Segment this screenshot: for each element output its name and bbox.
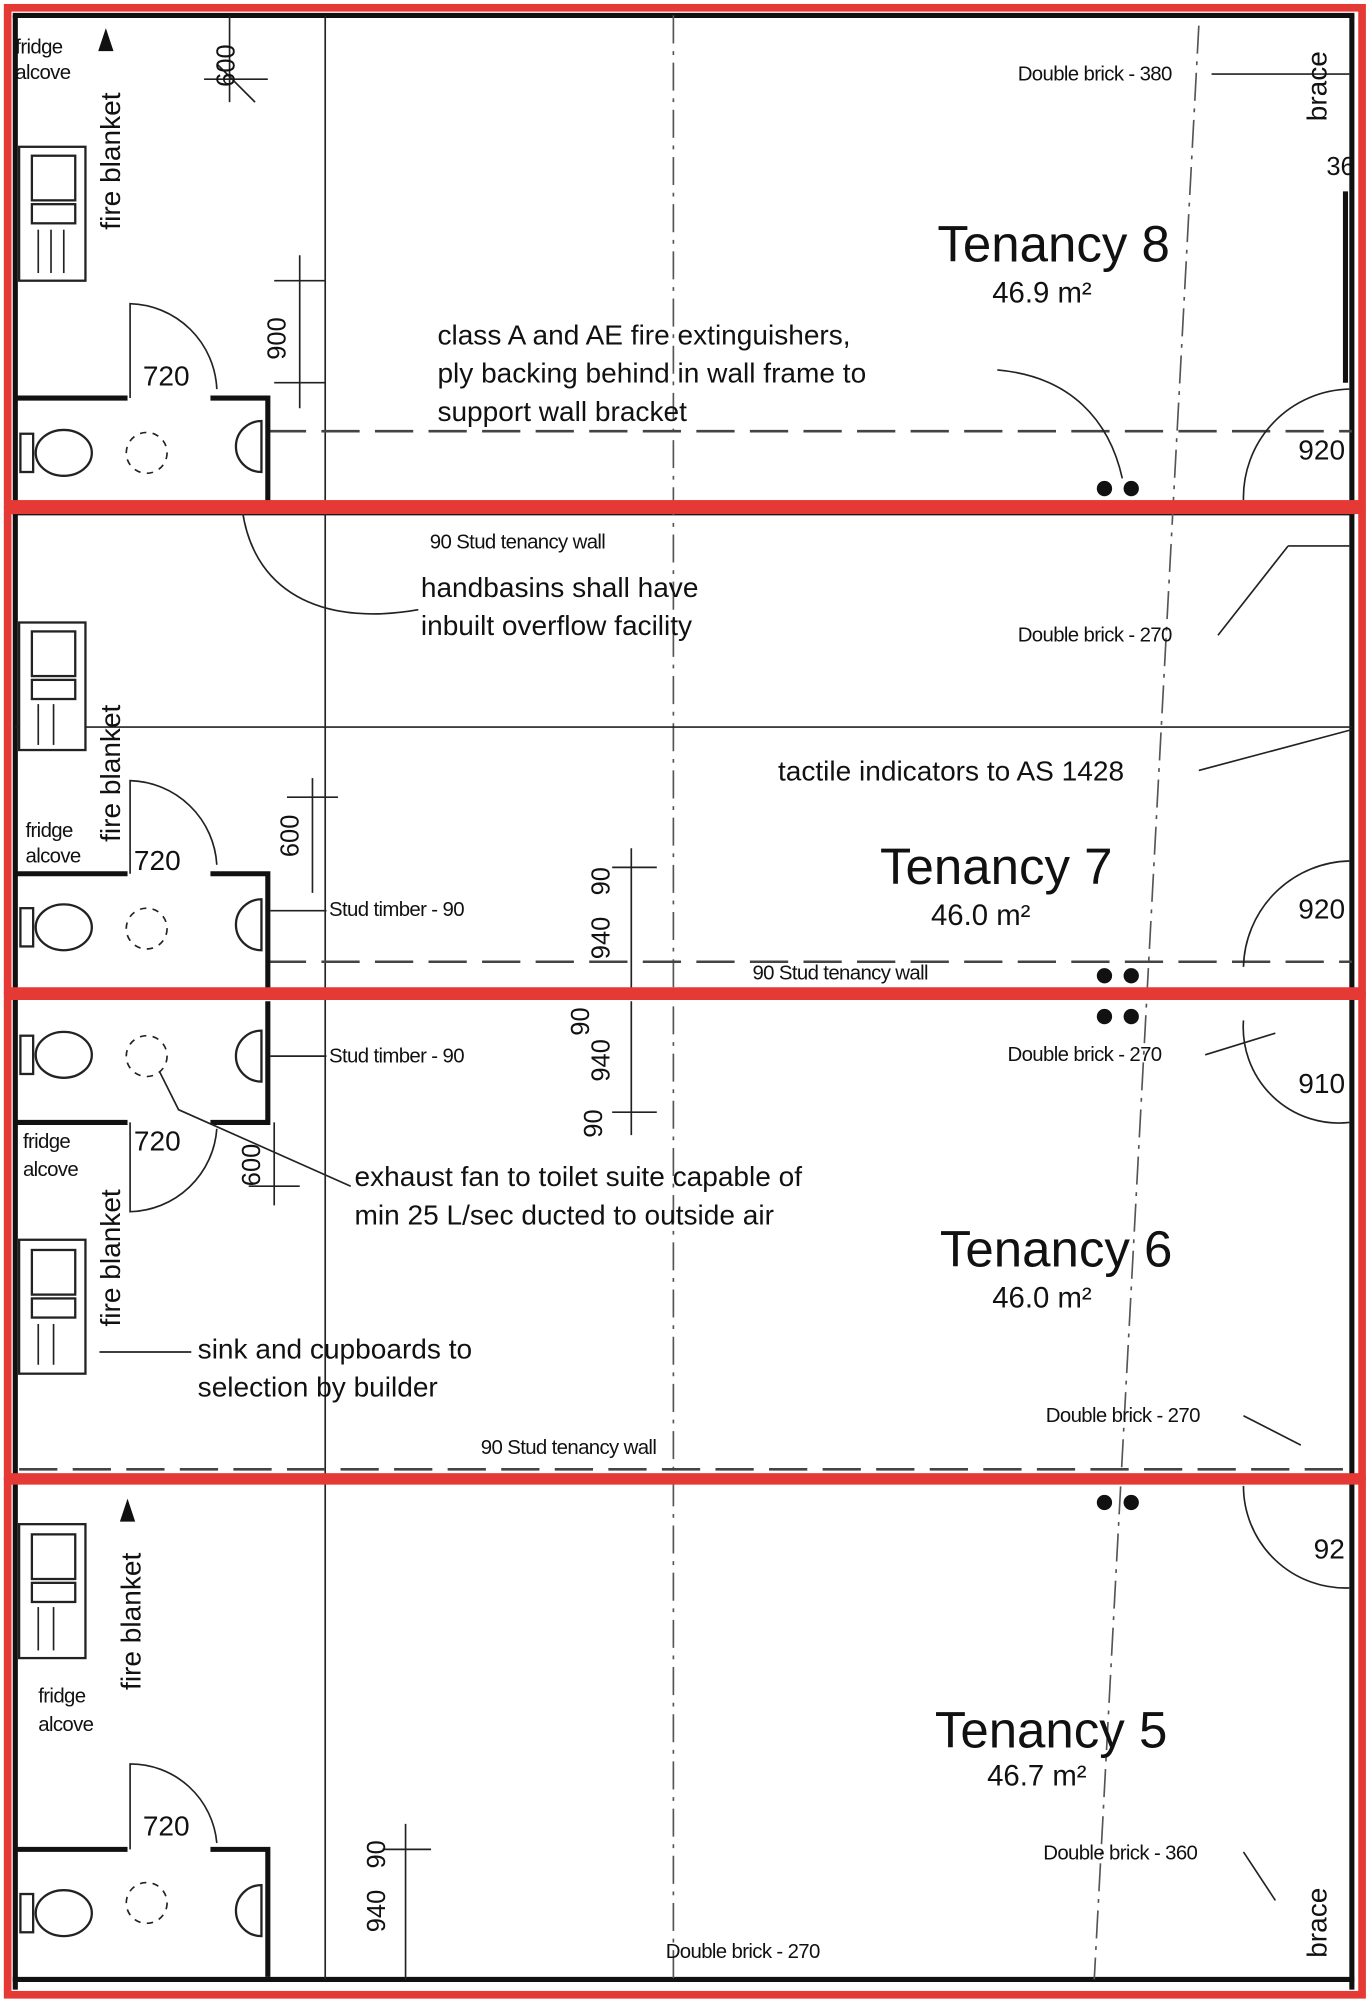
dimension-label: 90 <box>567 1007 595 1035</box>
dimension-label: 90 <box>363 1840 391 1868</box>
leader-lines <box>99 369 1124 1353</box>
highlight-boxes <box>3 3 1366 1999</box>
sink-note-line: selection by builder <box>198 1372 438 1403</box>
door-width-label: 910 <box>1298 1068 1345 1099</box>
note-line: support wall bracket <box>437 396 687 427</box>
fire-extinguisher-icon <box>1096 480 1139 1511</box>
tenancy-5: fire blanket fridge alcove 92 Tenancy 5 … <box>38 1498 1345 1963</box>
wall-label: Double brick - 360 <box>1043 1843 1197 1865</box>
dimension-lines <box>204 15 657 1980</box>
tenancy-title: Tenancy 7 <box>880 838 1113 895</box>
highlight-box-tenancy-8 <box>3 3 1366 508</box>
arrow-icon <box>98 28 114 52</box>
door-width-label: 720 <box>134 1125 181 1156</box>
dimension-label: 600 <box>213 44 241 87</box>
tenancy-8: fridge alcove fire blanket 600 900 720 c… <box>15 28 1355 465</box>
tenancy-area: 46.0 m² <box>992 1281 1092 1314</box>
wall-label: 90 Stud tenancy wall <box>430 532 606 554</box>
toilet-icon <box>19 428 93 477</box>
note-line: exhaust fan to toilet suite capable of <box>355 1161 803 1192</box>
tenancy-area: 46.7 m² <box>987 1760 1087 1793</box>
sink-icon <box>17 145 87 282</box>
door-width-label: 920 <box>1298 434 1345 465</box>
fridge-alcove-label: fridge <box>23 1131 70 1153</box>
stud-timber-label: Stud timber - 90 <box>329 1045 464 1067</box>
door-width-label: 720 <box>143 360 190 391</box>
dimension-label: 940 <box>588 917 616 960</box>
fire-blanket-label: fire blanket <box>95 1189 126 1326</box>
brace-label: brace <box>1301 51 1332 121</box>
tactile-note: tactile indicators to AS 1428 <box>778 756 1124 787</box>
handbasin-icon <box>234 419 263 1938</box>
walls <box>12 12 1355 1990</box>
wall-label: Double brick - 270 <box>1046 1405 1200 1427</box>
dimension-label: 90 <box>588 867 616 895</box>
toilet-icon <box>19 903 93 952</box>
fridge-alcove-label: fridge <box>26 820 73 842</box>
wall-label: Double brick - 380 <box>1018 63 1172 85</box>
tenancy-title: Tenancy 6 <box>940 1221 1173 1278</box>
tenancy-title: Tenancy 8 <box>937 216 1170 273</box>
sink-icon <box>17 1238 87 1375</box>
fixtures <box>15 15 1350 1980</box>
tenancy-6: 90 940 90 Stud timber - 90 Double brick … <box>23 1007 1345 1459</box>
dimension-label: 940 <box>363 1890 391 1933</box>
note-line: handbasins shall have <box>421 572 699 603</box>
toilet-icon <box>19 1889 93 1938</box>
door-swing-icon <box>129 302 1350 1850</box>
sink-icon <box>17 1523 87 1660</box>
dimension-label: 600 <box>276 815 304 858</box>
brace-label: brace <box>1301 1888 1332 1958</box>
toilet-icon <box>19 1030 93 1079</box>
fridge-alcove-label: alcove <box>38 1714 93 1736</box>
fridge-alcove-label: fridge <box>38 1686 85 1708</box>
fridge-alcove-label: alcove <box>23 1159 78 1181</box>
door-width-label: 720 <box>143 1810 190 1841</box>
tenancy-title: Tenancy 5 <box>935 1701 1167 1758</box>
wall-label: 90 Stud tenancy wall <box>481 1437 657 1459</box>
wall-label: 90 Stud tenancy wall <box>752 963 928 985</box>
toilet-partitions <box>15 395 271 1977</box>
door-width-label: 92 <box>1314 1534 1345 1565</box>
wall-label: Double brick - 270 <box>666 1941 820 1963</box>
dimension-label: 90 <box>580 1109 608 1137</box>
dimension-label: 900 <box>264 317 292 360</box>
note-line: ply backing behind in wall frame to <box>437 358 866 389</box>
dimension-label: 940 <box>588 1039 616 1082</box>
wall-label: Double brick - 270 <box>1008 1044 1162 1066</box>
tenancy-area: 46.0 m² <box>931 899 1031 932</box>
note-line: min 25 L/sec ducted to outside air <box>355 1199 774 1230</box>
fire-blanket-label: fire blanket <box>115 1553 146 1690</box>
door-width-label: 720 <box>134 845 181 876</box>
note-line: inbuilt overflow facility <box>421 610 692 641</box>
stud-timber-label: Stud timber - 90 <box>329 899 464 921</box>
exhaust-fan-icon <box>125 431 168 1925</box>
door-width-label: 920 <box>1298 893 1345 924</box>
dimension-label: 600 <box>238 1144 266 1187</box>
fire-blanket-label: fire blanket <box>95 92 126 229</box>
tenancy-area: 46.9 m² <box>992 276 1092 309</box>
highlight-box-tenancy-5 <box>3 1476 1366 1999</box>
wall-label: Double brick - 270 <box>1018 625 1172 647</box>
tenancy-7: 90 Stud tenancy wall handbasins shall ha… <box>26 532 1346 985</box>
sink-icon <box>17 621 87 752</box>
dimension-label: 36 <box>1326 153 1354 181</box>
fridge-alcove-label: alcove <box>15 62 70 84</box>
fire-blanket-label: fire blanket <box>95 704 126 841</box>
arrow-icon <box>119 1498 136 1522</box>
highlight-box-tenancy-7 <box>3 506 1366 995</box>
fridge-alcove-label: fridge <box>15 37 62 59</box>
fridge-alcove-label: alcove <box>26 845 81 867</box>
note-line: class A and AE fire extinguishers, <box>437 319 850 350</box>
sink-note-line: sink and cupboards to <box>198 1333 472 1364</box>
